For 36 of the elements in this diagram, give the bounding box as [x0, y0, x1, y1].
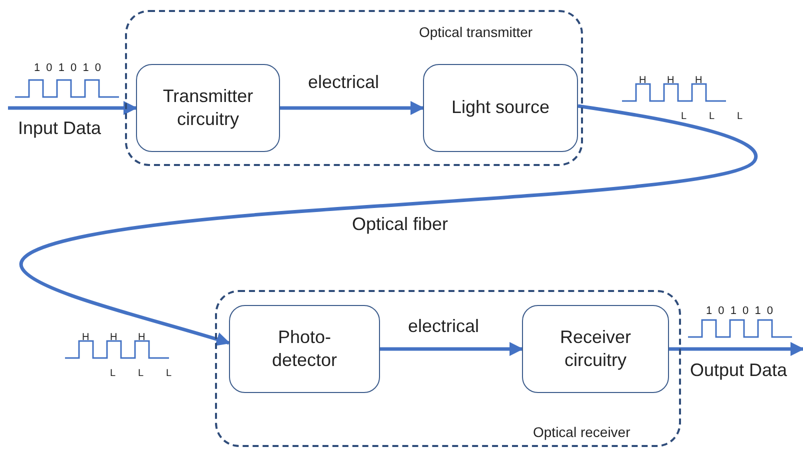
signal-level-label: L: [166, 368, 172, 379]
box-label: Light source: [451, 96, 550, 120]
edge-label: Input Data: [18, 118, 102, 139]
edge-label: Output Data: [690, 360, 788, 381]
signal-level-label: L: [709, 111, 715, 122]
arrow: [669, 342, 803, 356]
signal-level-label: L: [138, 368, 144, 379]
box-label: Receiver circuitry: [558, 326, 632, 372]
dashed-group-frame: [215, 290, 681, 447]
signal-level-label: H: [138, 332, 146, 343]
signal-level-label: H: [110, 332, 118, 343]
signal-level-label: H: [82, 332, 90, 343]
process-box: [423, 64, 578, 152]
process-box: [136, 64, 280, 152]
box-label: Photo- detector: [270, 326, 338, 372]
signal-level-label: L: [110, 368, 116, 379]
group-title: Optical transmitter: [419, 24, 533, 40]
arrow: [380, 342, 524, 356]
arrow: [280, 101, 424, 115]
bit-sequence: 1 0 1 0 1 0: [34, 62, 101, 74]
signal-level-label: L: [737, 111, 743, 122]
signal-level-label: H: [695, 75, 702, 86]
box-label: Transmitter circuitry: [162, 84, 254, 131]
signal-level-label: H: [639, 75, 646, 86]
edge-label: electrical: [408, 316, 480, 337]
bit-sequence: 1 0 1 0 1 0: [706, 305, 773, 317]
group-title: Optical receiver: [533, 424, 630, 440]
process-box: [229, 305, 380, 393]
edge-label: Optical fiber: [352, 214, 448, 235]
edge-label: electrical: [308, 72, 380, 93]
dashed-group-frame: [125, 10, 583, 166]
arrow: [8, 101, 138, 115]
signal-level-label: L: [681, 111, 687, 122]
signal-level-label: H: [667, 75, 674, 86]
process-box: [522, 305, 669, 393]
arrow: [20, 104, 757, 346]
